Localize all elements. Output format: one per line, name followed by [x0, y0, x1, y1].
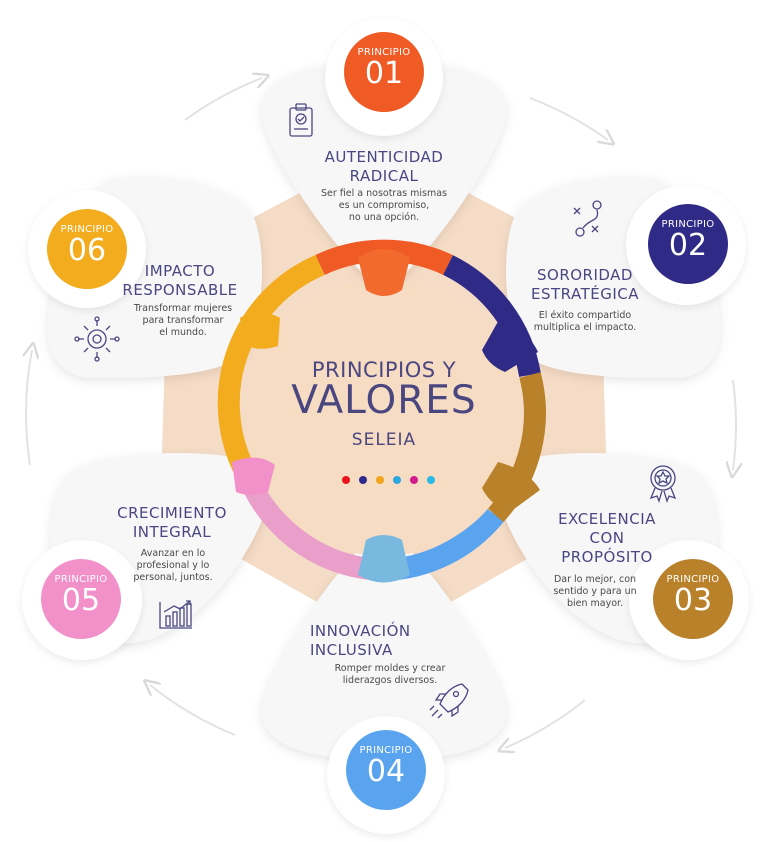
ring-tab-05 — [232, 457, 275, 495]
ring-tab-03 — [482, 462, 540, 512]
principle-badge-04: PRINCIPIO 04 — [346, 730, 426, 810]
ring-tab-04 — [358, 535, 410, 583]
cycle-arrow-bottom-right — [505, 699, 586, 748]
badge-number: 06 — [67, 233, 107, 268]
cycle-arrow-bottom-left — [150, 685, 236, 736]
rocket-icon — [429, 683, 469, 719]
cycle-arrow-top-left — [184, 78, 262, 121]
badge-label: PRINCIPIO — [359, 745, 413, 756]
principle-title-04: INNOVACIÓN INCLUSIVA — [310, 622, 450, 660]
center-title-line2: VALORES — [291, 378, 477, 423]
principle-description-01: Ser fiel a nosotras mismas es un comprom… — [304, 188, 464, 224]
cycle-arrow-left — [26, 350, 32, 466]
description-line: Dar lo mejor, con — [553, 574, 637, 585]
badge-label: PRINCIPIO — [54, 574, 108, 585]
description-line: no una opción. — [348, 212, 420, 223]
description-line: personal, juntos. — [133, 572, 213, 583]
award-badge-icon — [649, 465, 677, 503]
description-line: liderazgos diversos. — [342, 675, 438, 686]
title-line: CON — [589, 529, 625, 547]
title-line: SORORIDAD — [536, 266, 633, 284]
title-line: PROPÓSITO — [561, 548, 653, 566]
color-dot — [342, 476, 350, 484]
cycle-arrow-right — [733, 379, 736, 470]
gear-network-icon — [74, 316, 120, 362]
description-line: sentido y para un — [553, 586, 637, 597]
principle-description-05: Avanzar en lo profesional y lo personal,… — [118, 548, 228, 584]
principle-title-05: CRECIMIENTO INTEGRAL — [104, 504, 240, 542]
principle-description-03: Dar lo mejor, con sentido y para un bien… — [540, 574, 650, 610]
petal-01 — [262, 62, 506, 292]
center-title-line1: PRINCIPIOS Y — [311, 358, 457, 382]
color-dot — [427, 476, 435, 484]
title-line: CRECIMIENTO — [117, 504, 227, 522]
description-line: profesional y lo — [136, 560, 210, 571]
description-line: Transformar mujeres — [133, 303, 233, 314]
ring-tab-01 — [358, 249, 410, 296]
title-line: AUTENTICIDAD — [324, 148, 444, 166]
badge-number: 02 — [668, 228, 708, 263]
principle-badge-02: PRINCIPIO 02 — [648, 204, 728, 284]
principle-title-06: IMPACTO RESPONSABLE — [112, 262, 248, 300]
cycle-arrow-top-right — [529, 97, 608, 140]
description-line: bien mayor. — [566, 598, 624, 609]
badge-number: 03 — [673, 583, 713, 618]
badge-label: PRINCIPIO — [357, 47, 411, 58]
description-line: multiplica el impacto. — [533, 322, 637, 333]
badge-label: PRINCIPIO — [666, 574, 720, 585]
strategy-xo-icon — [573, 200, 602, 237]
title-line: RESPONSABLE — [122, 281, 238, 299]
title-line: INNOVACIÓN — [310, 622, 411, 640]
description-line: es un compromiso, — [338, 200, 430, 211]
principle-badge-03: PRINCIPIO 03 — [653, 559, 733, 639]
color-dot — [410, 476, 418, 484]
outer-cycle-arrows — [26, 78, 736, 748]
badge-label: PRINCIPIO — [661, 219, 715, 230]
badge-number: 04 — [366, 754, 406, 789]
principle-badge-05: PRINCIPIO 05 — [41, 559, 121, 639]
title-line: EXCELENCIA — [558, 510, 656, 528]
ring-tab-06 — [240, 312, 280, 349]
ring-tab-02 — [482, 318, 538, 372]
principle-badge-01: PRINCIPIO 01 — [344, 32, 424, 112]
description-line: Ser fiel a nosotras mismas — [320, 188, 447, 199]
principle-description-02: El éxito compartido multiplica el impact… — [510, 310, 660, 334]
description-line: Romper moldes y crear — [334, 663, 446, 674]
badge-number: 05 — [61, 583, 101, 618]
description-line: para transformar — [142, 315, 224, 326]
principle-description-04: Romper moldes y crear liderazgos diverso… — [330, 663, 450, 687]
title-line: IMPACTO — [144, 262, 216, 280]
color-dot — [393, 476, 401, 484]
center-subtitle: SELEIA — [351, 430, 417, 450]
principle-title-02: SORORIDAD ESTRATÉGICA — [510, 266, 660, 304]
title-line: RADICAL — [349, 167, 419, 185]
color-dot — [376, 476, 384, 484]
ring-segment-06 — [217, 254, 325, 486]
center-disc — [246, 280, 522, 556]
badge-label: PRINCIPIO — [60, 224, 114, 235]
description-line: El éxito compartido — [538, 310, 632, 321]
color-dots — [342, 476, 435, 484]
principle-title-01: AUTENTICIDAD RADICAL — [296, 148, 472, 186]
title-line: INCLUSIVA — [310, 641, 393, 659]
ring-tabs — [232, 249, 540, 583]
description-line: el mundo. — [159, 327, 207, 338]
badge-number: 01 — [364, 56, 404, 91]
title-line: INTEGRAL — [132, 523, 212, 541]
color-dot — [359, 476, 367, 484]
principle-title-03: EXCELENCIA CON PROPÓSITO — [532, 510, 682, 567]
title-line: ESTRATÉGICA — [531, 285, 639, 303]
growth-chart-icon — [159, 600, 192, 629]
petal-04 — [262, 525, 506, 760]
description-line: Avanzar en lo — [140, 548, 206, 559]
principle-description-06: Transformar mujeres para transformar el … — [128, 303, 238, 339]
principle-badge-06: PRINCIPIO 06 — [47, 209, 127, 289]
clipboard-check-icon — [289, 103, 313, 137]
